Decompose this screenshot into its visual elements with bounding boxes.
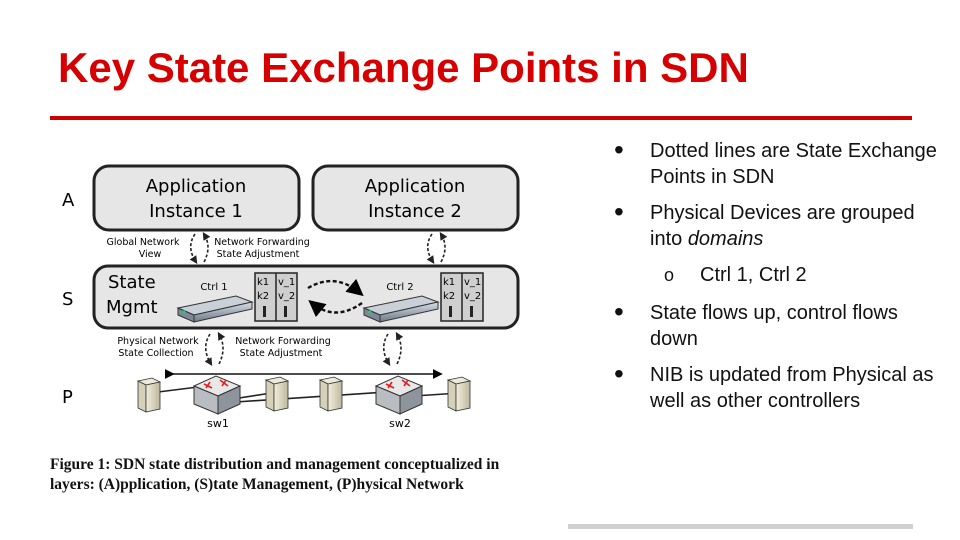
bullet-item: • State flows up, control flows down bbox=[608, 296, 938, 352]
host-server-icon bbox=[136, 377, 162, 413]
host-server-icon bbox=[446, 376, 472, 412]
switch-sw1-icon bbox=[192, 375, 242, 415]
app-instance-2-line2: Instance 2 bbox=[368, 201, 462, 222]
global-view-line1: Global Network bbox=[107, 237, 180, 248]
ctrl-1-k1: k1 bbox=[257, 277, 269, 288]
switch-sw1-label: sw1 bbox=[207, 417, 229, 430]
bullet-text-emphasis: domains bbox=[687, 228, 764, 250]
phys-collection-line2: State Collection bbox=[118, 348, 193, 359]
host-server-icon bbox=[264, 376, 290, 412]
layer-label-a: A bbox=[62, 190, 75, 211]
net-fwd-top-line1: Network Forwarding bbox=[214, 237, 310, 248]
state-exchange-arrow-a1 bbox=[189, 233, 198, 264]
ctrl-1-kv-table: k1 k2 v_1 v_2 bbox=[254, 272, 298, 322]
state-exchange-arrow-p1-up bbox=[217, 331, 226, 365]
ctrl-2-k2: k2 bbox=[443, 291, 455, 302]
sdn-diagram: A S P Application Instance 1 Application… bbox=[62, 164, 520, 430]
layer-label-p: P bbox=[62, 387, 73, 408]
bullet-dot-icon: • bbox=[614, 196, 624, 227]
bullet-text-prefix: Physical Devices are grouped into bbox=[650, 202, 915, 250]
bullet-dot-icon: • bbox=[614, 134, 624, 165]
state-exchange-arrow-a2-down bbox=[439, 231, 448, 263]
state-mgmt-line2: Mgmt bbox=[106, 297, 158, 318]
ctrl-sync-arrow-right bbox=[307, 278, 364, 297]
app-instance-2-line1: Application bbox=[365, 176, 466, 197]
ctrl-1-v2: v_2 bbox=[278, 291, 295, 302]
ctrl-sync-arrow-left bbox=[308, 299, 363, 318]
bullet-item: • Dotted lines are State Exchange Points … bbox=[608, 134, 938, 190]
state-exchange-arrow-a2 bbox=[426, 233, 435, 264]
net-fwd-bottom-line2: State Adjustment bbox=[240, 348, 323, 359]
phys-collection-line1: Physical Network bbox=[117, 336, 199, 347]
ctrl-2-v1: v_1 bbox=[464, 277, 481, 288]
bullet-text: State flows up, control flows down bbox=[650, 302, 898, 350]
title-divider bbox=[50, 116, 912, 120]
ctrl-2-kv-table: k1 k2 v_1 v_2 bbox=[440, 272, 484, 322]
bullet-item: • NIB is updated from Physical as well as… bbox=[608, 358, 938, 414]
host-server-icon bbox=[318, 376, 344, 412]
app-instance-1-line1: Application bbox=[146, 176, 247, 197]
bullet-dot-icon: • bbox=[614, 358, 624, 389]
bullet-item: • Physical Devices are grouped into domai… bbox=[608, 196, 938, 252]
ctrl-2-label: Ctrl 2 bbox=[386, 282, 413, 293]
switch-sw2-icon bbox=[374, 375, 424, 415]
app-instance-2-box: Application Instance 2 bbox=[311, 164, 520, 232]
bullet-list: • Dotted lines are State Exchange Points … bbox=[608, 134, 938, 424]
ctrl-2-server-icon bbox=[362, 295, 440, 323]
layer-label-s: S bbox=[62, 289, 73, 310]
ctrl-2-v2: v_2 bbox=[464, 291, 481, 302]
bullet-dot-icon: • bbox=[614, 296, 624, 327]
slide-title: Key State Exchange Points in SDN bbox=[58, 44, 749, 91]
net-fwd-top-line2: State Adjustment bbox=[217, 249, 300, 260]
footer-bar bbox=[568, 524, 913, 529]
state-exchange-arrow-p1 bbox=[204, 333, 213, 367]
global-view-line2: View bbox=[139, 249, 162, 260]
ctrl-1-v1: v_1 bbox=[278, 277, 295, 288]
sub-bullet-text: Ctrl 1, Ctrl 2 bbox=[700, 264, 807, 286]
state-exchange-arrow-p2 bbox=[382, 333, 391, 367]
bullet-text: NIB is updated from Physical as well as … bbox=[650, 364, 934, 412]
ctrl-1-label: Ctrl 1 bbox=[200, 282, 227, 293]
sub-bullet-item: o Ctrl 1, Ctrl 2 bbox=[608, 262, 938, 288]
ctrl-1-server-icon bbox=[176, 295, 254, 323]
state-exchange-arrow-p2-up bbox=[395, 331, 404, 365]
ctrl-1-k2: k2 bbox=[257, 291, 269, 302]
app-instance-1-line2: Instance 1 bbox=[149, 201, 243, 222]
state-mgmt-line1: State bbox=[108, 272, 156, 293]
bullet-text: Dotted lines are State Exchange Points i… bbox=[650, 140, 937, 188]
sub-bullet-marker: o bbox=[664, 265, 675, 285]
net-fwd-bottom-line1: Network Forwarding bbox=[235, 336, 331, 347]
ctrl-2-k1: k1 bbox=[443, 277, 455, 288]
figure-caption: Figure 1: SDN state distribution and man… bbox=[50, 456, 500, 493]
app-instance-1-box: Application Instance 1 bbox=[92, 164, 301, 232]
state-exchange-arrow-a1-down bbox=[202, 231, 211, 263]
switch-sw2-label: sw2 bbox=[389, 417, 411, 430]
